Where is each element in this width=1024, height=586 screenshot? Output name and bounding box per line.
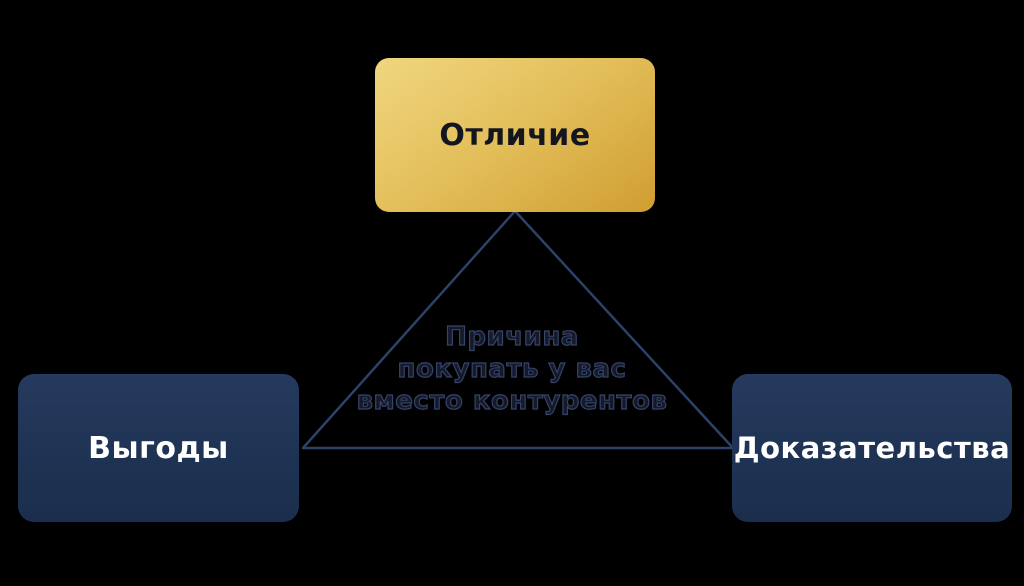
difference-node: Отличие xyxy=(375,58,655,212)
difference-node-label: Отличие xyxy=(439,117,591,153)
proofs-node: Доказательства xyxy=(732,374,1012,522)
center-caption: Причина покупать у вас вместо контуренто… xyxy=(0,321,1024,417)
benefits-node-label: Выгоды xyxy=(88,430,229,466)
caption-line: вместо контурентов xyxy=(356,385,668,416)
caption-line: Причина xyxy=(445,321,579,352)
proofs-node-label: Доказательства xyxy=(733,431,1011,465)
caption-line: покупать у вас xyxy=(397,353,627,384)
benefits-node: Выгоды xyxy=(18,374,299,522)
